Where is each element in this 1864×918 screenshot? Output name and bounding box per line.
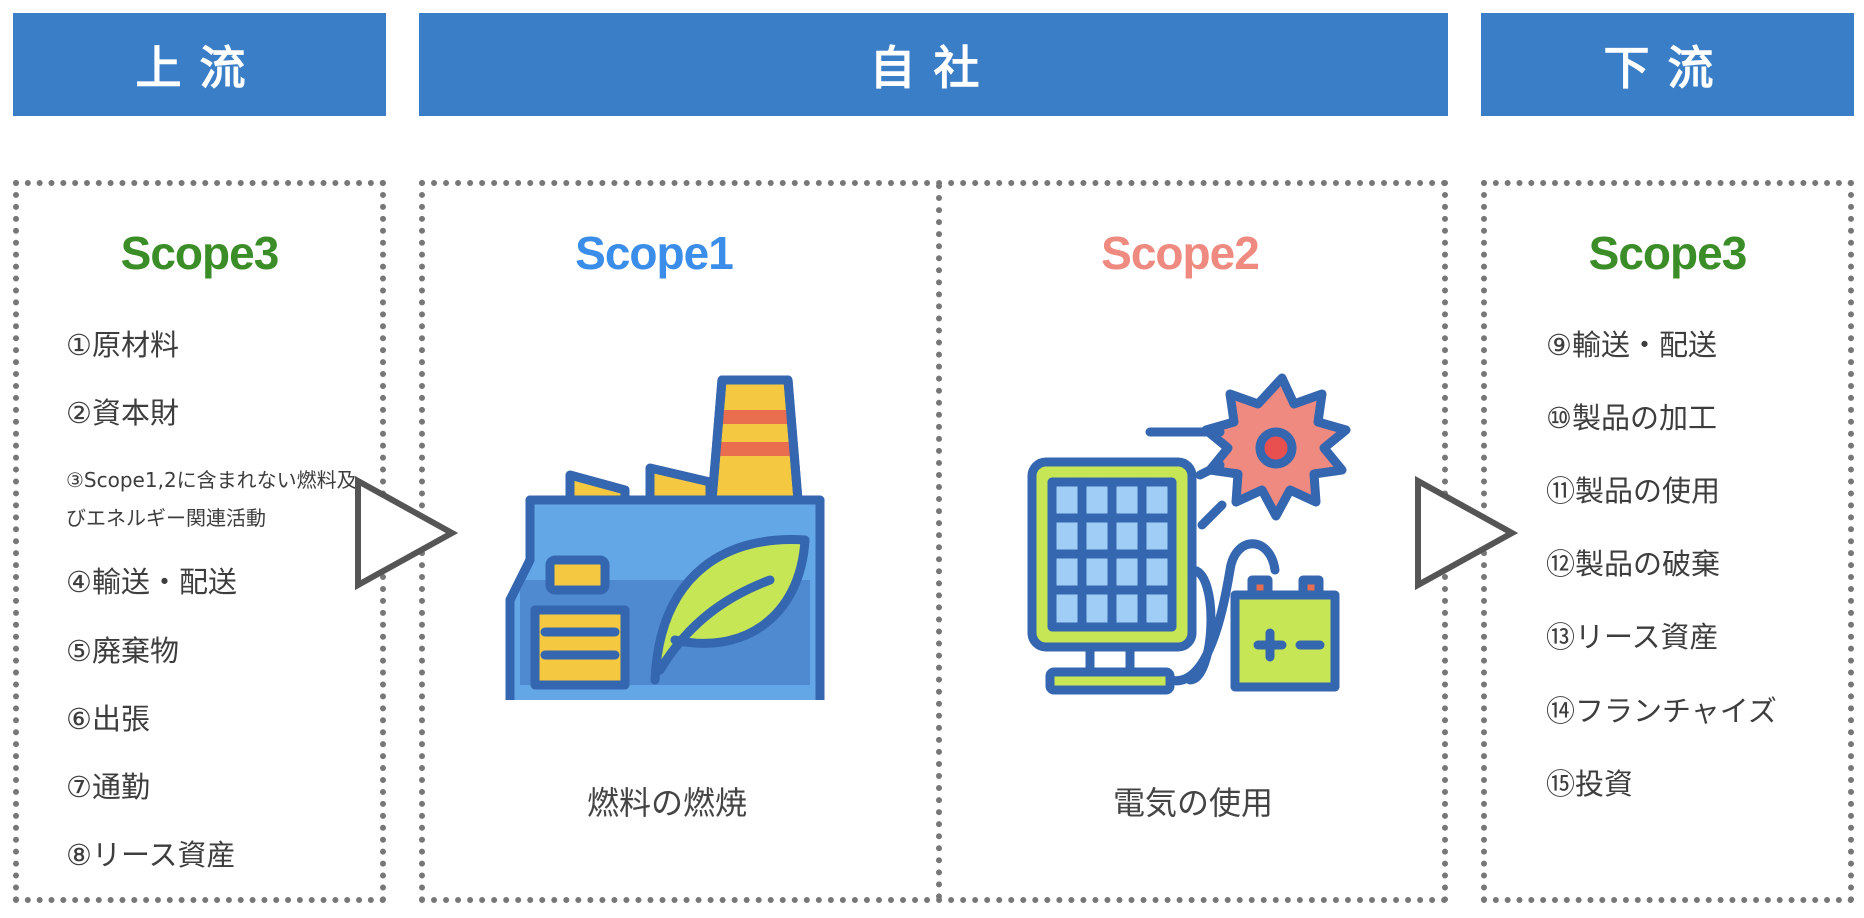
downstream-item-12: ⑫製品の破棄: [1546, 547, 1721, 581]
header-upstream: 上流: [13, 13, 386, 116]
header-downstream: 下流: [1481, 13, 1854, 116]
upstream-item-1: ①原材料: [66, 328, 179, 362]
upstream-item-4: ④輸送・配送: [66, 565, 237, 599]
upstream-to-own-arrow-icon: [355, 475, 459, 591]
own-to-downstream-arrow-icon: [1415, 475, 1519, 591]
downstream-item-11: ⑪製品の使用: [1546, 474, 1721, 508]
downstream-item-9: ⑨輸送・配送: [1546, 328, 1717, 362]
upstream-item-8: ⑧リース資産: [66, 838, 236, 872]
upstream-item-6: ⑥出張: [66, 702, 150, 736]
downstream-item-14: ⑭フランチャイズ: [1546, 694, 1777, 728]
upstream-item-3: ③Scope1,2に含まれない燃料及びエネルギー関連活動: [66, 468, 357, 530]
upstream-item-7: ⑦通勤: [66, 770, 150, 804]
scope1-caption: 燃料の燃焼: [586, 784, 747, 822]
scope2-caption: 電気の使用: [1112, 784, 1273, 822]
upstream-item-2: ②資本財: [66, 396, 179, 430]
downstream-item-10: ⑩製品の加工: [1546, 401, 1717, 435]
downstream-item-15: ⑮投資: [1546, 767, 1634, 801]
upstream-scope3-label: Scope3: [120, 227, 280, 279]
scope-divider: [936, 183, 942, 900]
downstream-item-13: ⑬リース資産: [1546, 620, 1719, 654]
upstream-item-5: ⑤廃棄物: [66, 634, 179, 668]
factory-leaf-icon: [505, 375, 825, 700]
header-own-company: 自社: [419, 13, 1448, 116]
solar-panel-battery-icon: [1027, 373, 1351, 695]
scope1-label: Scope1: [575, 227, 734, 279]
scope2-label: Scope2: [1101, 227, 1260, 279]
downstream-scope3-label: Scope3: [1588, 227, 1748, 279]
